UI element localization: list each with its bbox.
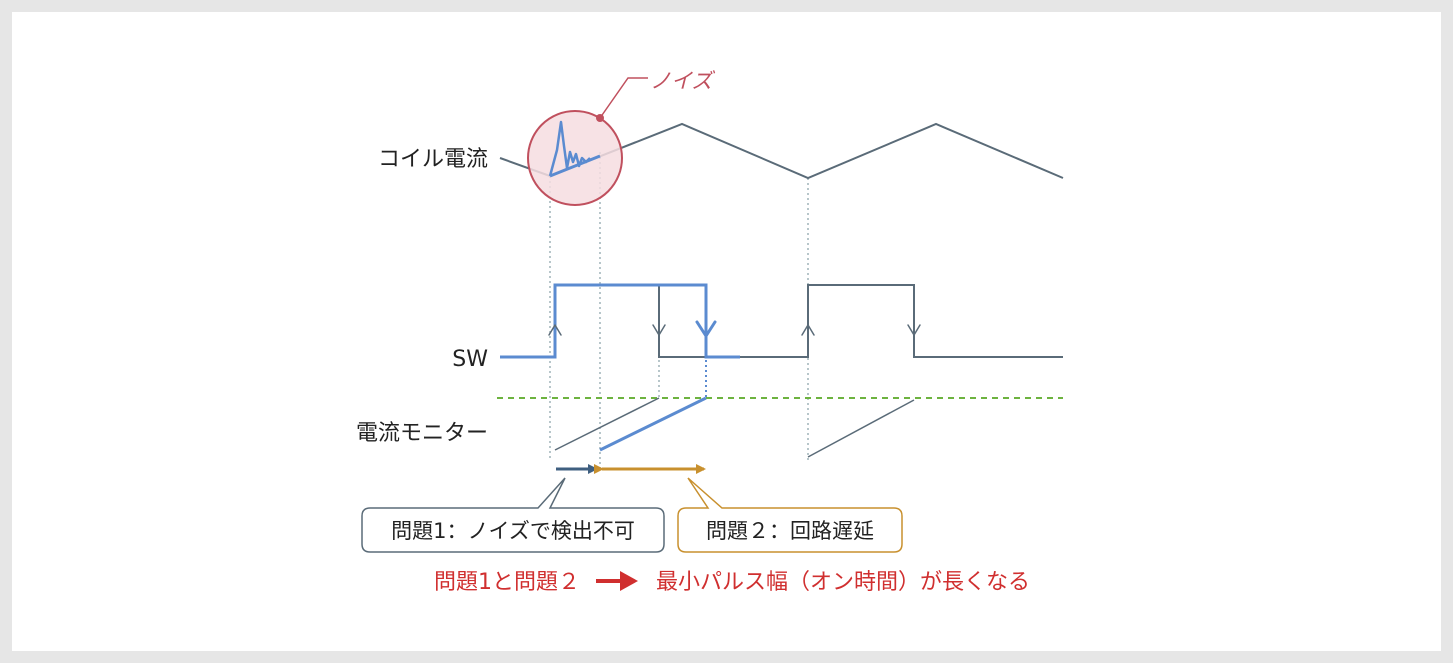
noise-spike [548,120,591,177]
noise-marker [527,77,648,206]
noise-label: ノイズ [650,69,715,93]
problem2-callout: 問題２：回路遅延 [677,477,903,553]
current-monitor-ramp-actual [599,396,707,452]
rising-edge-mark [801,324,815,336]
noise-leader-line [599,77,648,119]
current-monitor-label: 電流モニター [356,421,488,446]
sw-waveform-actual [500,283,740,359]
conclusion: 問題1と問題２ 最小パルス幅（オン時間）が長くなる [434,570,1030,595]
current-monitor-ramp [554,397,660,451]
problem1-callout: 問題1：ノイズで検出不可 [361,477,665,553]
sw-label: SW [452,347,488,372]
rising-edge-mark [548,324,562,336]
conclusion-arrow-icon [596,571,638,591]
sw-edge-marks [548,320,921,338]
noise-leader-dot [596,114,604,122]
coil-current-segment-in-noise [549,154,601,178]
problem1-text: 問題1：ノイズで検出不可 [391,519,635,543]
sw-waveform-ideal [658,284,1063,358]
problem2-text: 問題２：回路遅延 [706,519,874,543]
conclusion-left-text: 問題1と問題２ [434,570,580,595]
coil-current-label: コイル電流 [378,147,488,172]
falling-edge-mark [652,324,666,336]
falling-edge-mark [907,324,921,336]
falling-edge-mark-actual [695,320,717,338]
conclusion-right-text: 最小パルス幅（オン時間）が長くなる [656,570,1030,595]
current-monitor-ramp [807,399,915,458]
